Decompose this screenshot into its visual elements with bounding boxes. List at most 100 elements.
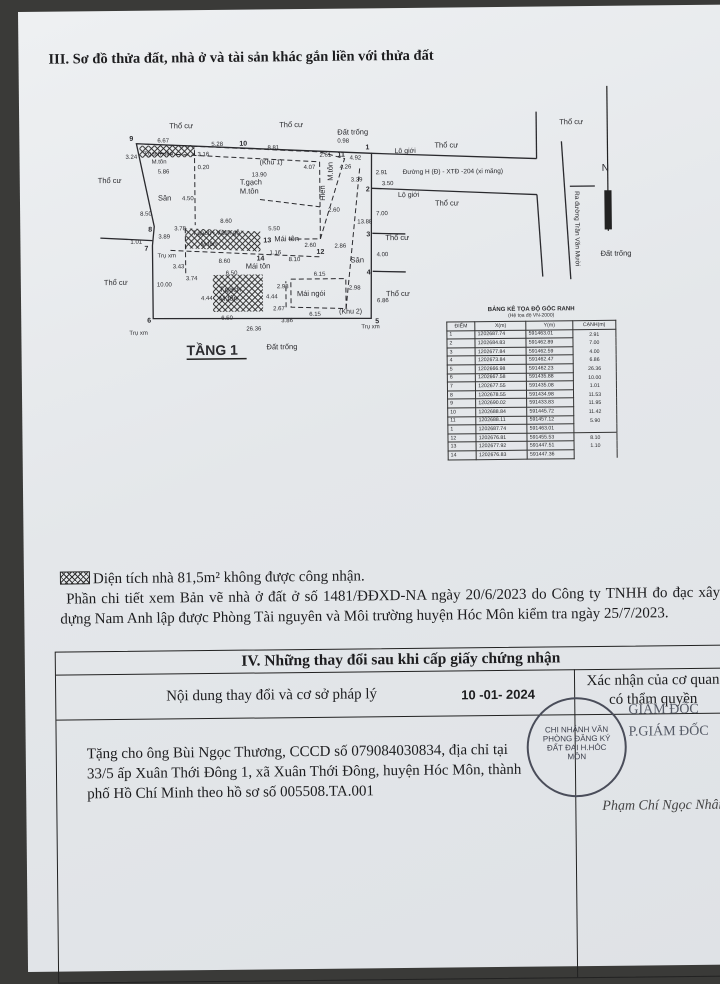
coord-cell: 591447.36 [527,450,574,459]
d400: 4.00 [377,252,389,258]
lo-gioi: Lộ giới [398,192,420,199]
d615b: 6.15 [309,312,321,318]
coord-cell: 7 [447,382,475,391]
5: 6 [147,318,151,325]
d444b: 4.44 [266,294,278,300]
m-ton: M.tôn [219,294,238,303]
9: 10 [239,141,247,148]
subtitle: (Hệ tọa độ VN-2000) [446,312,616,320]
tho-cu: Thổ cư [279,120,303,129]
d1388: 13.88 [357,219,373,225]
d020: 0.20 [198,165,210,171]
1: 2 [366,186,370,193]
2: 3 [366,231,370,238]
0: ĐIỂM [447,322,475,331]
d10-11: 8.81 [267,145,279,151]
section4-changes: IV. Những thay đổi sau khi cấp giấy chứn… [55,644,720,983]
stamp-text: CHI NHÁNH VĂN PHÒNG ĐĂNG KÝ ĐẤT ĐAI H.HÓ… [529,725,625,762]
d101: 1.01 [130,240,142,246]
d298a: 2.98 [277,284,289,290]
title-gd: GIÁM ĐỐC [628,702,699,719]
mai-ton: Mái tôn [246,261,271,270]
d9-10a: 6.67 [157,138,169,144]
6: 7 [144,246,148,253]
d9-10b: 5.28 [211,142,223,148]
d339: 3.39 [351,177,363,183]
coord-cell: 2 [447,339,475,348]
signer-name: Phạm Chí Ngọc Nhân [602,798,720,815]
coord-cell: 4 [447,356,475,365]
coord-cell: 11 [448,416,476,425]
gach-vach-go: T.gạch+ vách gỗ [192,228,240,238]
d686: 6.86 [377,298,389,304]
tru-xm: Trụ xm [158,253,177,259]
7: 8 [148,227,152,234]
title-pgd: P.GIÁM ĐỐC [628,724,708,741]
lo-gioi: Lộ giới [394,148,416,155]
0: 1 [365,144,369,151]
document-page: III. Sơ đồ thửa đất, nhà ở và tài sản kh… [18,4,720,971]
tho-cu: Thổ cư [559,117,583,126]
d1000: 10.00 [157,282,173,288]
d586: 5.86 [158,169,170,175]
san: Sân [158,193,171,202]
dat-trong: Đất trống [266,342,297,351]
tru-xm: Trụ xm [129,331,148,337]
coord-cell: 12 [448,433,476,442]
d615a: 6.15 [314,272,326,278]
coord-cell: 13 [448,442,476,451]
mai-ton: Mái tôn [274,234,299,243]
khu2: (Khu 2) [339,308,362,315]
13: 14 [257,255,265,262]
d650b: 6.50 [221,316,233,322]
d444a: 4.44 [201,296,213,302]
d426: 4.26 [340,165,352,171]
d407: 4.07 [304,165,316,171]
official-stamp: CHI NHÁNH VĂN PHÒNG ĐĂNG KÝ ĐẤT ĐAI H.HÓ… [526,697,627,798]
d374: 3.74 [186,276,198,282]
d650a: 6.50 [226,271,238,277]
coord-cell: 3 [447,348,475,357]
m-ton: M.tôn [326,162,335,181]
hatch-legend-icon [60,571,90,584]
d261: 2.61 [319,153,331,159]
d286: 2.86 [334,244,346,250]
d850: 8.50 [140,212,152,218]
coord-cell: 1 [447,330,475,339]
coord-cell: 1202676.83 [476,450,527,459]
coord-cell: 14 [448,451,476,460]
m-ton: M.tôn [240,186,259,195]
t-gach: T.gạch [219,285,241,294]
d116: 1.16 [270,250,282,256]
tho-cu: Thổ cư [385,233,409,242]
d267: 2.67 [273,306,285,312]
dat-trong: Đất trống [337,127,368,136]
tho-cu: Thổ cư [169,121,193,130]
10: 11 [337,152,345,159]
12: 13 [263,237,271,244]
mai-ngoi: Mái ngói [297,289,326,298]
dat-trong: Đất trống [601,249,632,258]
floor-label: TẦNG 1 [186,342,238,359]
d810: 8.10 [289,257,301,263]
8: 9 [129,136,133,143]
coord-cell: 5 [447,365,475,374]
hien: Hiên [318,185,327,201]
3: 4 [367,269,371,276]
d343: 3.43 [173,264,185,270]
road-to: Ra đường Trần Văn Mười [573,191,583,266]
d260a: 2.60 [328,208,340,214]
change-content: Tặng cho ông Bùi Ngọc Thương, CCCD số 07… [87,740,528,805]
note-detail: Phần chi tiết xem Bản vẽ nhà ở đất ở số … [60,583,720,630]
boundary-coordinate-table: BẢNG KÊ TỌA ĐỘ GÓC RANH (Hệ tọa độ VN-20… [446,306,618,460]
coord-cell: 9 [448,399,476,408]
svg-text:N: N [602,163,609,174]
tho-cu: Thổ cư [98,176,122,185]
road-label: Đường H (Đ) - XTĐ -204 (xi măng) [403,168,503,176]
d378: 3.78 [174,226,186,232]
d450a: 4.50 [182,196,194,202]
d389: 3.89 [158,234,170,240]
coord-cell: 8 [447,390,475,399]
11: 12 [316,249,324,256]
tho-cu: Thổ cư [104,278,128,287]
